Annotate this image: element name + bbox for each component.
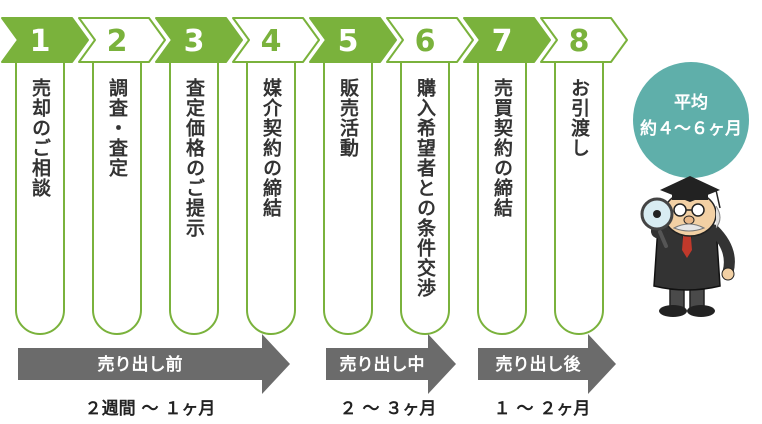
- step-2-label: 調査・査定: [106, 78, 128, 178]
- step-6-chevron: [386, 17, 474, 63]
- step-4-chevron: [232, 17, 320, 63]
- average-label: 平均: [674, 92, 708, 113]
- phase-1-label: 売り出し前: [98, 354, 183, 375]
- step-5-number: 5: [338, 24, 359, 59]
- step-5-pillar: [323, 62, 373, 335]
- phase-2-arrow: [326, 334, 456, 394]
- step-numbers: 1 2 3 4 5 6 7 8: [30, 24, 590, 59]
- phase-3-label: 売り出し後: [496, 354, 582, 375]
- step-8-chevron: [540, 17, 628, 63]
- step-4-pillar: [246, 62, 296, 335]
- step-5-label: 販売活動: [337, 78, 359, 158]
- step-chevrons: [1, 17, 628, 63]
- phase-2-duration: ２ 〜 ３ヶ月: [340, 399, 437, 419]
- phase-labels: 売り出し前 売り出し中 売り出し後: [98, 354, 582, 375]
- professor-mascot-illustration: [640, 176, 735, 317]
- step-1-number: 1: [30, 24, 51, 59]
- phase-3-duration: １ 〜 ２ヶ月: [494, 399, 591, 419]
- phase-2-label: 売り出し中: [340, 354, 425, 375]
- step-3-label: 査定価格のご提示: [183, 78, 205, 238]
- step-8-number: 8: [569, 24, 590, 59]
- phase-1-duration: ２週間 〜 １ヶ月: [85, 399, 216, 419]
- step-1-pillar: [15, 62, 65, 335]
- step-2-chevron: [78, 17, 166, 63]
- step-4-label: 媒介契約の締結: [260, 78, 282, 218]
- step-7-chevron: [463, 17, 551, 63]
- step-6-label: 購入希望者との条件交渉: [414, 78, 436, 298]
- step-6-pillar: [400, 62, 450, 335]
- step-7-label: 売買契約の締結: [491, 78, 513, 218]
- step-7-number: 7: [492, 24, 513, 59]
- step-7-pillar: [477, 62, 527, 335]
- phase-3-arrow: [478, 334, 616, 394]
- step-4-number: 4: [261, 24, 282, 59]
- step-1-label: 売却のご相談: [29, 78, 51, 198]
- step-1-chevron: [1, 17, 89, 63]
- phase-arrows: [18, 334, 616, 394]
- average-badge: [633, 62, 749, 178]
- average-duration: 約４〜６ヶ月: [640, 118, 742, 139]
- step-5-chevron: [309, 17, 397, 63]
- phase-durations: ２週間 〜 １ヶ月 ２ 〜 ３ヶ月 １ 〜 ２ヶ月: [85, 399, 591, 419]
- step-pillars: [15, 62, 604, 335]
- phase-1-arrow: [18, 334, 290, 394]
- step-8-label: お引渡し: [568, 78, 590, 158]
- step-3-chevron: [155, 17, 243, 63]
- step-6-number: 6: [415, 24, 436, 59]
- step-8-pillar: [554, 62, 604, 335]
- step-2-pillar: [92, 62, 142, 335]
- step-3-pillar: [169, 62, 219, 335]
- step-2-number: 2: [107, 24, 128, 59]
- step-3-number: 3: [184, 24, 205, 59]
